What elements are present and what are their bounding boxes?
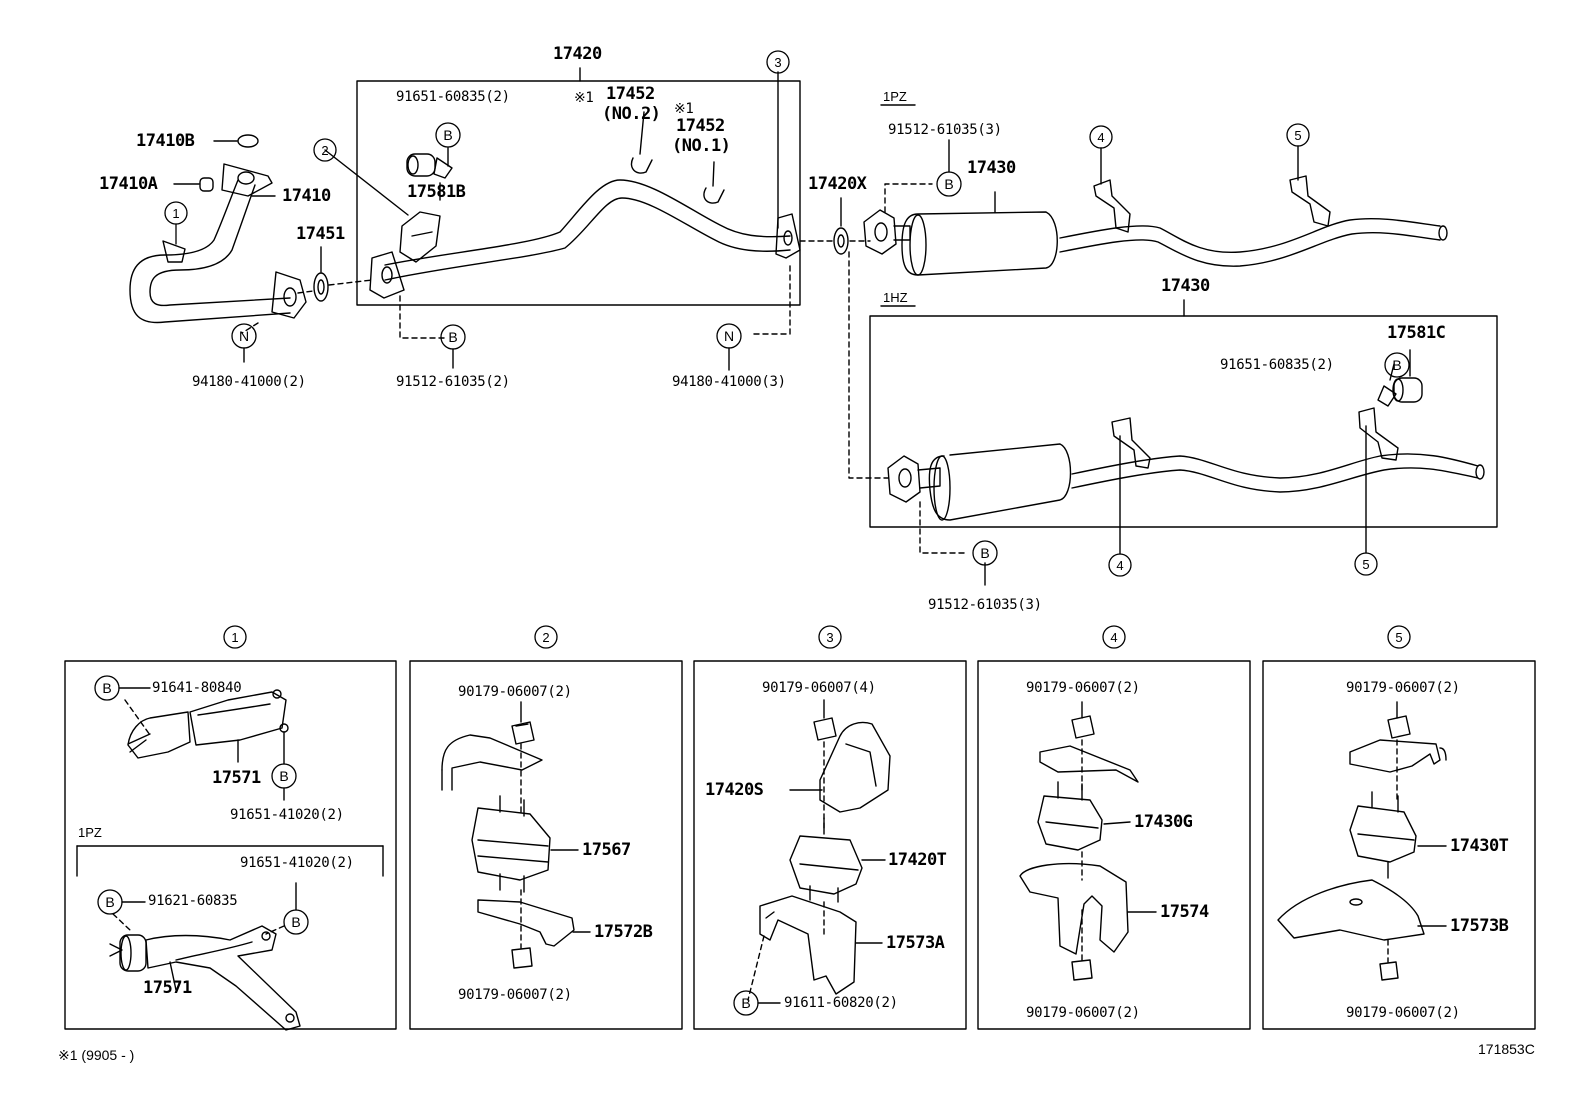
note-mark: ※1 [574, 90, 594, 106]
ref-b-text: B [1392, 357, 1401, 373]
ref-b-text: B [291, 914, 300, 930]
ref-b-text: B [102, 680, 111, 696]
detail-1-ref-text: 1 [231, 630, 238, 645]
part-91512-61035-2-label[interactable]: 91512-61035(2) [396, 374, 510, 390]
ref-b-text: B [105, 894, 114, 910]
center-pipe-17420 [324, 71, 801, 299]
part-90179-06007-label[interactable]: 90179-06007(4) [762, 680, 876, 696]
part-17430-label[interactable]: 17430 [967, 158, 1016, 178]
ref-2-upper-text: 2 [321, 143, 328, 158]
muffler-1hz-frame [869, 315, 1498, 528]
detail-3-frame [693, 660, 967, 1030]
ref-5-upper-text: 5 [1294, 128, 1301, 143]
part-17452-no1-label[interactable]: 17452 [676, 116, 725, 136]
detail-5-ref-text: 5 [1395, 630, 1402, 645]
part-17420s-label[interactable]: 17420S [705, 780, 764, 800]
ref-b-text: B [741, 995, 750, 1011]
part-17571-label[interactable]: 17571 [143, 978, 192, 998]
part-17410b-label[interactable]: 17410B [136, 131, 195, 151]
part-17420t-label[interactable]: 17420T [888, 850, 947, 870]
detail-4-ref-text: 4 [1110, 630, 1117, 645]
part-94180-41000-3-label[interactable]: 94180-41000(3) [672, 374, 786, 390]
part-17573b-label[interactable]: 17573B [1450, 916, 1509, 936]
detail-5-drawing [1277, 701, 1447, 981]
ref-b-text: B [279, 768, 288, 784]
part-17410-label[interactable]: 17410 [282, 186, 331, 206]
diagram-id: 171853C [1478, 1041, 1535, 1057]
ref-n-text: N [724, 328, 734, 344]
part-17420-label[interactable]: 17420 [553, 44, 602, 64]
part-90179-06007-label[interactable]: 90179-06007(2) [1346, 1005, 1460, 1021]
part-91512-61035-3-label[interactable]: 91512-61035(3) [888, 122, 1002, 138]
part-91651-41020-label[interactable]: 91651-41020(2) [230, 807, 344, 823]
part-17452-no2-sub: (NO.2) [602, 104, 661, 124]
detail-2-ref-text: 2 [542, 630, 549, 645]
detail-5-frame [1262, 660, 1536, 1030]
detail-1-drawing [76, 675, 384, 1031]
footnote: ※1 (9905 - ) [58, 1047, 135, 1063]
ref-b-text: B [443, 127, 452, 143]
detail-1-frame [64, 660, 397, 1030]
engine-tag-1pz: 1PZ [78, 825, 102, 840]
detail-2-frame [409, 660, 683, 1030]
ref-b-text: B [944, 176, 953, 192]
part-90179-06007-label[interactable]: 90179-06007(2) [458, 987, 572, 1003]
part-17572b-label[interactable]: 17572B [594, 922, 653, 942]
part-94180-41000-2-label[interactable]: 94180-41000(2) [192, 374, 306, 390]
part-17451-label[interactable]: 17451 [296, 224, 345, 244]
part-17452-no2-label[interactable]: 17452 [606, 84, 655, 104]
part-90179-06007-label[interactable]: 90179-06007(2) [1026, 1005, 1140, 1021]
detail-4-drawing [1019, 701, 1157, 981]
part-17567-label[interactable]: 17567 [582, 840, 631, 860]
part-17410a-label[interactable]: 17410A [99, 174, 158, 194]
detail-2-drawing [441, 701, 591, 969]
part-17581c-label[interactable]: 17581C [1387, 323, 1446, 343]
ref-3-upper-text: 3 [774, 55, 781, 70]
part-17420x-label[interactable]: 17420X [808, 174, 867, 194]
tail-pipe-1hz-17430 [887, 349, 1485, 555]
detail-3-drawing [733, 699, 891, 1016]
front-pipe-17410 [129, 163, 307, 324]
engine-tag-1hz: 1HZ [883, 290, 908, 305]
part-17430g-label[interactable]: 17430G [1134, 812, 1193, 832]
ref-1-upper-text: 1 [172, 206, 179, 221]
pipe-17420-frame [356, 80, 801, 306]
part-17430-label[interactable]: 17430 [1161, 276, 1210, 296]
part-91651-60835-label[interactable]: 91651-60835(2) [1220, 357, 1334, 373]
detail-4-frame [977, 660, 1251, 1030]
part-17430t-label[interactable]: 17430T [1450, 836, 1509, 856]
ref-n-text: N [239, 328, 249, 344]
part-91621-60835-label[interactable]: 91621-60835 [148, 893, 238, 909]
note-mark: ※1 [674, 101, 694, 117]
part-17581b-label[interactable]: 17581B [407, 182, 466, 202]
part-91512-61035-3-label[interactable]: 91512-61035(3) [928, 597, 1042, 613]
part-17571-label[interactable]: 17571 [212, 768, 261, 788]
part-91651-41020-label[interactable]: 91651-41020(2) [240, 855, 354, 871]
ref-4-upper-text: 4 [1097, 130, 1104, 145]
part-17452-no1-sub: (NO.1) [672, 136, 731, 156]
part-90179-06007-label[interactable]: 90179-06007(2) [1346, 680, 1460, 696]
ref-b-text: B [448, 329, 457, 345]
part-90179-06007-label[interactable]: 90179-06007(2) [1026, 680, 1140, 696]
engine-tag-1pz: 1PZ [883, 89, 907, 104]
ref-b-text: B [980, 545, 989, 561]
ref-4-lower-text: 4 [1116, 558, 1123, 573]
circle-refs-upper [164, 50, 1410, 577]
part-91611-60820-label[interactable]: 91611-60820(2) [784, 995, 898, 1011]
part-91651-60835-label[interactable]: 91651-60835(2) [396, 89, 510, 105]
tail-pipe-1pz-17430 [863, 145, 1448, 276]
part-90179-06007-label[interactable]: 90179-06007(2) [458, 684, 572, 700]
detail-3-ref-text: 3 [826, 630, 833, 645]
ref-5-lower-text: 5 [1362, 557, 1369, 572]
part-17574-label[interactable]: 17574 [1160, 902, 1209, 922]
part-17573a-label[interactable]: 17573A [886, 933, 945, 953]
part-91641-80840-label[interactable]: 91641-80840 [152, 680, 242, 696]
